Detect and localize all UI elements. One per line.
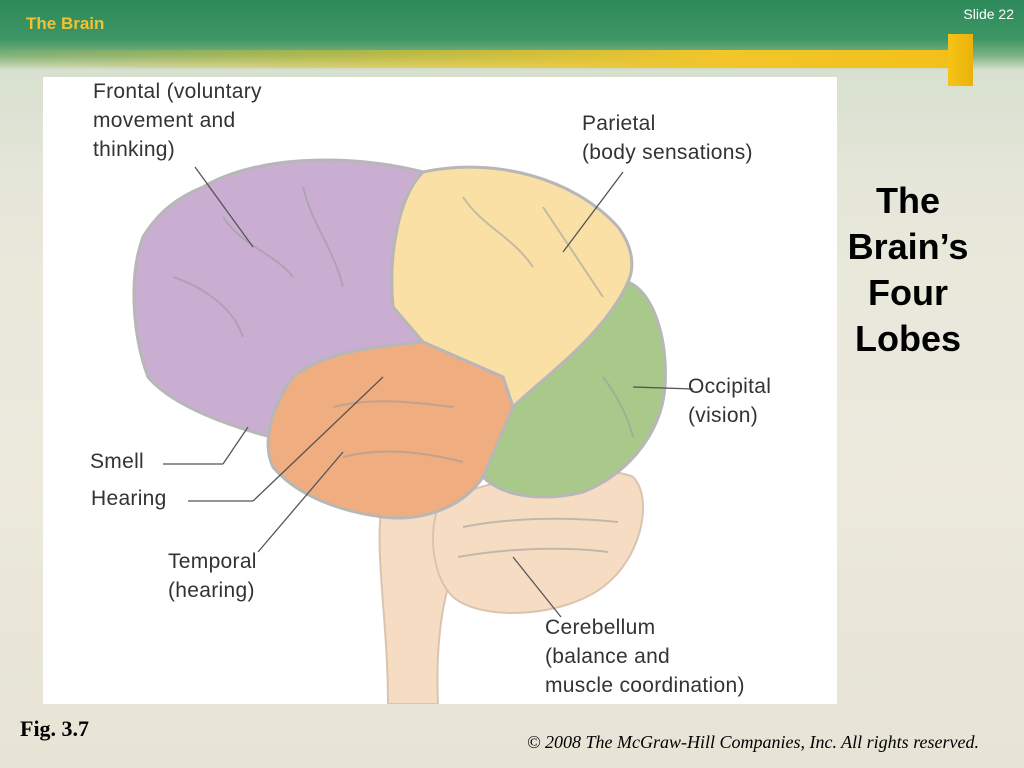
label-occipital: Occipital (vision) xyxy=(688,375,772,427)
header-title: The Brain xyxy=(26,14,105,33)
header-accent-bar xyxy=(0,50,960,68)
figure-reference: Fig. 3.7 xyxy=(20,716,90,741)
temporal-lobe xyxy=(266,340,515,520)
brain-diagram xyxy=(132,158,694,704)
gyri-lines xyxy=(172,186,634,558)
label-temporal: Temporal (hearing) xyxy=(168,550,257,602)
label-smell: Smell xyxy=(90,450,145,473)
label-parietal: Parietal (body sensations) xyxy=(582,112,753,164)
slide-title: The Brain’s Four Lobes xyxy=(847,180,969,359)
header-accent-block xyxy=(948,34,973,86)
label-cerebellum: Cerebellum (balance and muscle coordinat… xyxy=(545,616,745,697)
slide-number: Slide 22 xyxy=(963,6,1014,22)
label-hearing: Hearing xyxy=(91,487,167,510)
brain-lobes-figure: Frontal (voluntary movement and thinking… xyxy=(43,77,837,704)
copyright-notice: © 2008 The McGraw-Hill Companies, Inc. A… xyxy=(526,732,979,752)
label-frontal: Frontal (voluntary movement and thinking… xyxy=(93,80,262,161)
leader-lines xyxy=(163,166,694,618)
